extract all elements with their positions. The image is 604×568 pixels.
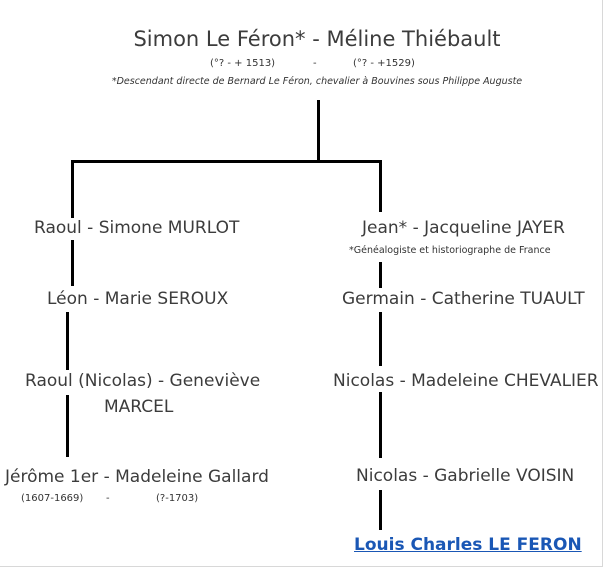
- right-branch-connector-top: [379, 160, 382, 212]
- right-connector-2: [379, 312, 382, 366]
- left-connector-1: [71, 240, 74, 286]
- root-couple: Simon Le Féron* - Méline Thiébault: [133, 27, 501, 51]
- left-connector-3: [66, 395, 69, 457]
- left-connector-2: [66, 312, 69, 370]
- left-couple-2: Léon - Marie SEROUX: [47, 289, 229, 309]
- right-couple-1-note: *Généalogiste et historiographe de Franc…: [349, 245, 551, 256]
- right-couple-4: Nicolas - Gabrielle VOISIN: [356, 466, 575, 486]
- root-dates-right: (°? - +1529): [353, 58, 415, 69]
- branch-crossbar: [71, 160, 382, 163]
- root-note: *Descendant directe de Bernard Le Féron,…: [111, 76, 523, 87]
- right-connector-1: [379, 262, 382, 288]
- root-connector: [317, 100, 320, 162]
- left-couple-4-dates-left: (1607-1669): [21, 493, 84, 504]
- right-couple-2: Germain - Catherine TUAULT: [342, 289, 585, 309]
- right-connector-3: [379, 392, 382, 458]
- left-couple-1: Raoul - Simone MURLOT: [34, 218, 240, 238]
- right-couple-1: Jean* - Jacqueline JAYER: [362, 218, 565, 238]
- descendant-link[interactable]: Louis Charles LE FERON: [354, 535, 582, 555]
- right-connector-4: [379, 490, 382, 530]
- left-couple-3-line2: MARCEL: [104, 397, 174, 417]
- left-couple-3-line1: Raoul (Nicolas) - Geneviève: [25, 371, 261, 391]
- right-couple-3: Nicolas - Madeleine CHEVALIER: [333, 371, 599, 391]
- root-dates-separator: -: [313, 58, 317, 69]
- left-couple-4-dates-separator: -: [106, 493, 110, 504]
- left-branch-connector-top: [71, 160, 74, 218]
- left-couple-4: Jérôme 1er - Madeleine Gallard: [5, 467, 269, 487]
- left-couple-4-dates-right: (?-1703): [156, 493, 199, 504]
- root-dates-left: (°? - + 1513): [210, 58, 276, 69]
